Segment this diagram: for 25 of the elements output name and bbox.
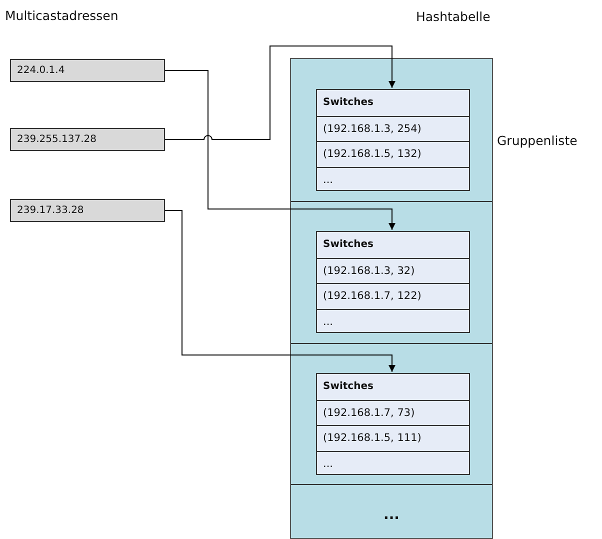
list-entry: (192.168.1.5, 132) [317,141,469,166]
address-box: 239.17.33.28 [10,199,165,222]
list-entry: (192.168.1.7, 122) [317,283,469,308]
list-entry: (192.168.1.3, 254) [317,116,469,141]
side-label: Gruppenliste [497,133,578,148]
list-header: Switches [322,96,374,110]
list-entry: (192.168.1.3, 32) [317,258,469,283]
group-list-box [316,373,470,475]
address-box: 224.0.1.4 [10,59,165,82]
column-heading: Multicastadressen [5,8,118,23]
ellipsis: ... [382,507,400,523]
arrow [164,70,396,230]
arrow [164,46,396,140]
list-header: Switches [322,238,374,252]
arrow [164,210,396,372]
list-entry: ... [317,308,469,334]
address-box: 239.255.137.28 [10,128,165,151]
list-entry: (192.168.1.7, 73) [317,400,469,425]
table-heading: Hashtabelle [416,9,490,24]
group-list-box [316,231,470,333]
list-header: Switches [322,380,374,394]
list-entry: ... [317,450,469,476]
list-entry: (192.168.1.5, 111) [317,425,469,450]
group-list-box [316,89,470,191]
list-entry: ... [317,166,469,192]
